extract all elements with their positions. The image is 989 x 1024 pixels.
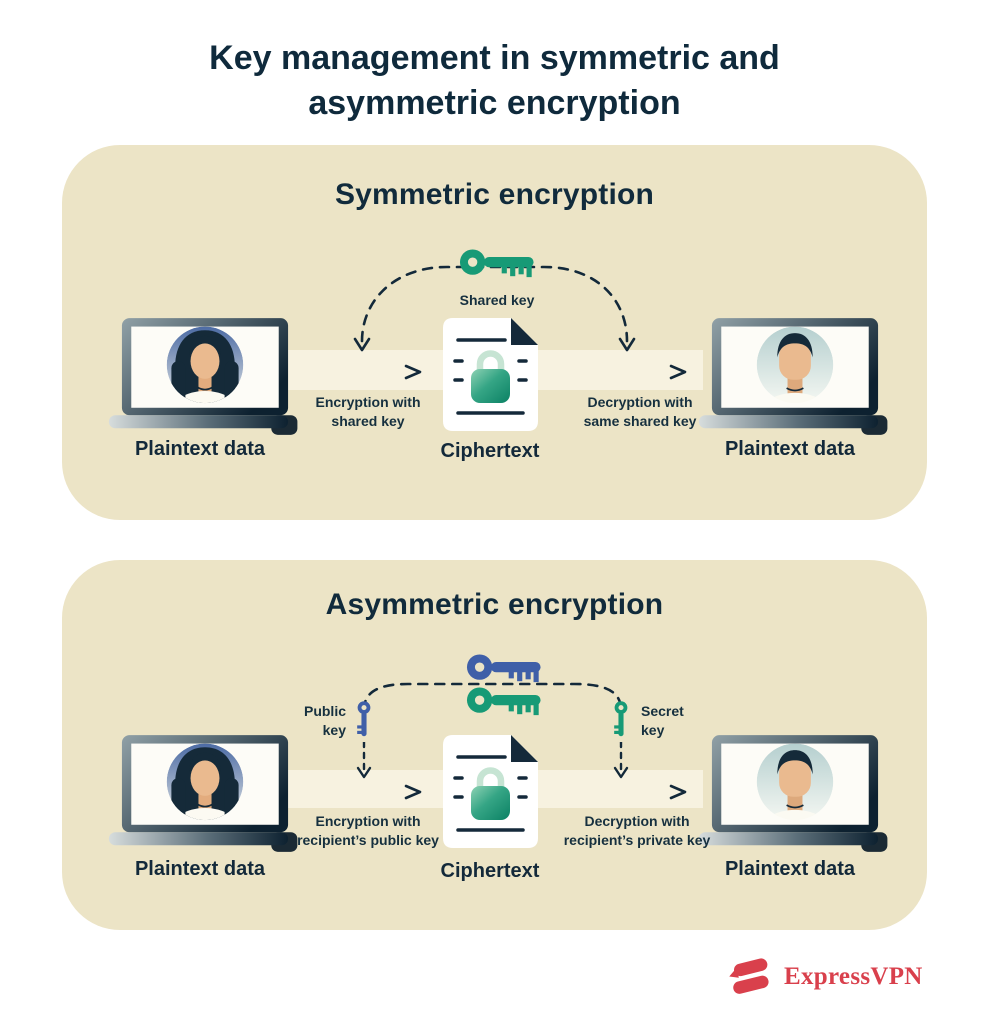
laptop-woman-icon	[108, 735, 298, 852]
secret-key-icon	[614, 701, 628, 737]
decrypt-arrow-icon	[575, 364, 687, 380]
symmetric-heading: Symmetric encryption	[334, 178, 655, 211]
decrypt-label-line2: same shared key	[583, 413, 697, 429]
public-key-label-line1: Public	[303, 703, 346, 719]
decrypt-arrow-label: Decryption with recipient’s private key	[527, 812, 747, 850]
encrypt-label-line1: Encryption with	[315, 394, 421, 410]
avatar-man-icon	[756, 326, 834, 404]
public-key-drop-arrow-icon	[356, 742, 372, 779]
secret-key-label: Secret key	[641, 702, 761, 740]
secret-key-drop-arrow-icon	[613, 742, 629, 779]
ciphertext-document-icon	[443, 735, 538, 848]
ciphertext-label: Ciphertext	[440, 440, 540, 462]
decrypt-arrow-label: Decryption with same shared key	[555, 393, 725, 431]
public-key-label-line2: key	[322, 722, 346, 738]
encrypt-label-line2: recipient’s public key	[297, 832, 439, 848]
encrypt-arrow-label: Encryption with shared key	[288, 393, 448, 431]
secret-key-label-line1: Secret	[641, 703, 684, 719]
receiver-label: Plaintext data	[724, 858, 856, 880]
receiver-label: Plaintext data	[724, 438, 856, 460]
ciphertext-document-icon	[443, 318, 538, 431]
encrypt-arrow-icon	[310, 364, 422, 380]
secret-key-label-line2: key	[641, 722, 665, 738]
key-exchange-dashed-arc	[362, 682, 623, 712]
sender-label: Plaintext data	[134, 438, 266, 460]
laptop-man-icon	[698, 735, 888, 852]
decrypt-arrow-icon	[575, 784, 687, 800]
page-title-line1: Key management in symmetric and	[209, 39, 780, 77]
page-title-line2: asymmetric encryption	[308, 84, 681, 122]
ciphertext-label: Ciphertext	[440, 860, 540, 882]
encrypt-label-line1: Encryption with	[315, 813, 421, 829]
encrypt-label-line2: shared key	[331, 413, 405, 429]
decrypt-label-line1: Decryption with	[584, 813, 690, 829]
encrypt-arrow-label: Encryption with recipient’s public key	[258, 812, 478, 850]
decrypt-label-line2: recipient’s private key	[563, 832, 711, 848]
laptop-woman-icon	[108, 318, 298, 435]
avatar-man-icon	[756, 743, 834, 821]
laptop-man-icon	[698, 318, 888, 435]
secret-key-horizontal-icon	[466, 687, 541, 716]
symmetric-panel: Symmetric encryption Shared key	[62, 145, 927, 520]
encrypt-arrow-icon	[310, 784, 422, 800]
public-key-icon	[357, 701, 371, 737]
shared-key-label: Shared key	[459, 292, 535, 308]
asymmetric-heading: Asymmetric encryption	[325, 588, 664, 621]
public-key-label: Public key	[226, 702, 346, 740]
page-title: Key management in symmetric and asymmetr…	[0, 36, 989, 126]
public-key-horizontal-icon	[466, 654, 541, 683]
asymmetric-panel: Asymmetric encryption	[62, 560, 927, 930]
shared-key-icon	[459, 249, 534, 278]
expressvpn-logo-icon	[729, 958, 769, 994]
decrypt-label-line1: Decryption with	[587, 394, 693, 410]
sender-label: Plaintext data	[134, 858, 266, 880]
expressvpn-wordmark: ExpressVPN	[784, 963, 923, 990]
